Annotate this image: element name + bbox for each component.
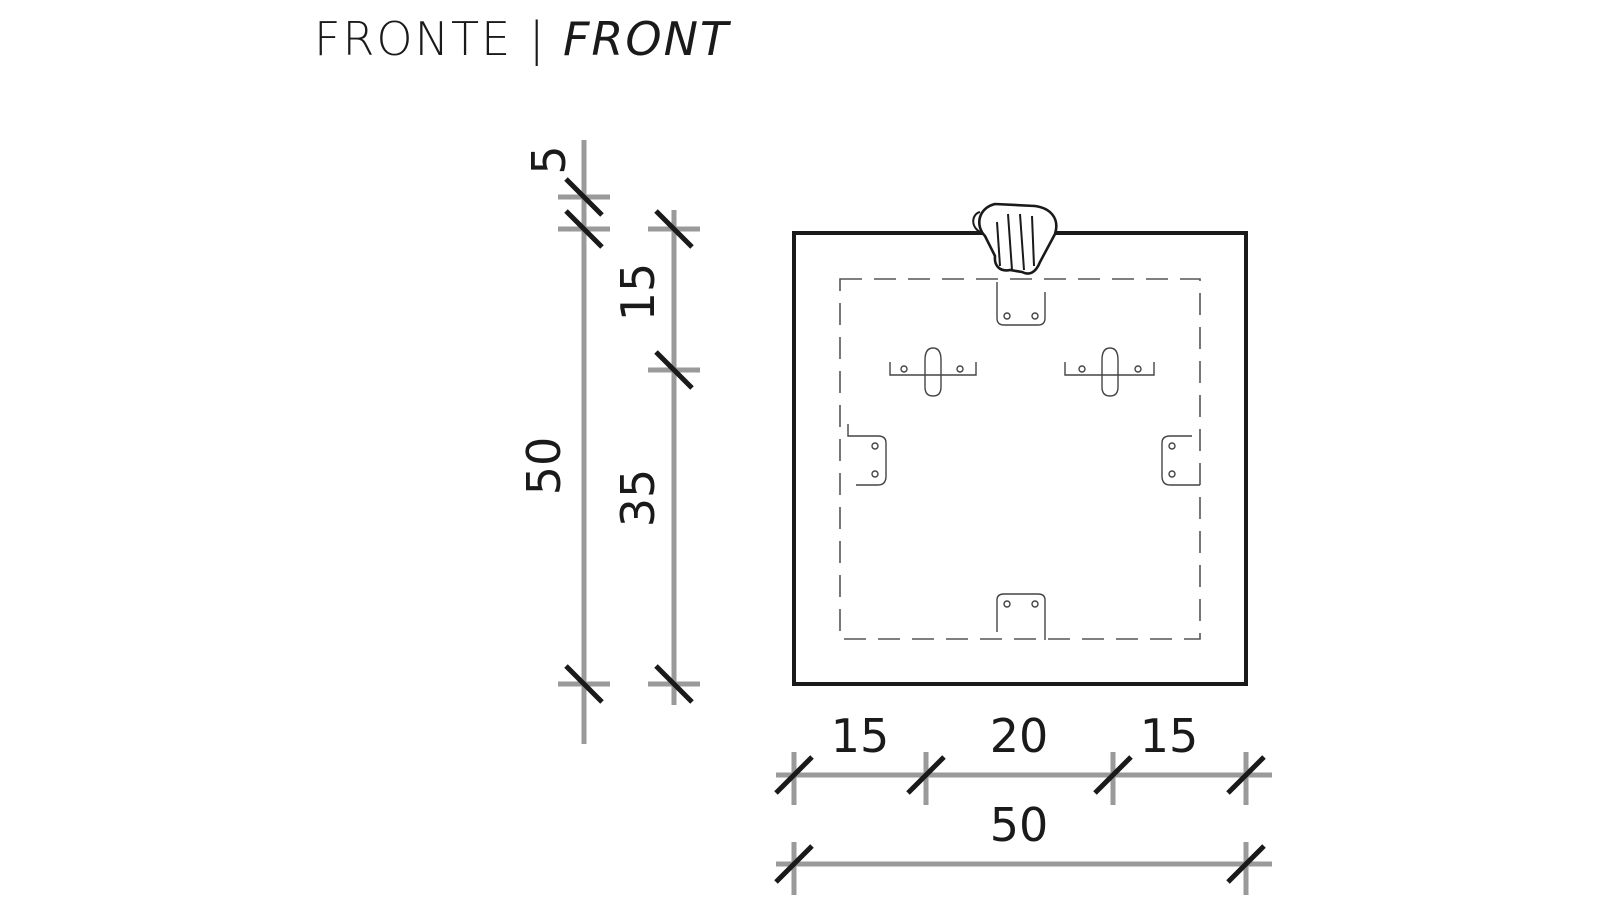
hand-icon — [972, 202, 1058, 275]
outer-frame — [792, 231, 1248, 686]
title-separator: | — [528, 12, 547, 66]
horizontal-total-dimension: 50 — [774, 798, 1272, 895]
dim-label-h-right: 15 — [1140, 709, 1199, 763]
dimension-tick — [654, 209, 694, 249]
horizontal-segment-dimension: 15 20 15 — [774, 709, 1272, 805]
dim-label-h-total: 50 — [990, 798, 1049, 852]
vertical-outer-dimension: 5 50 — [517, 140, 610, 744]
dimension-tick — [906, 755, 946, 795]
title-main: FRONTE — [314, 12, 513, 66]
dimension-tick — [564, 664, 604, 704]
dim-label-h-middle: 20 — [990, 709, 1049, 763]
dimension-tick — [1226, 755, 1266, 795]
mounting-bracket-icon — [847, 282, 1200, 640]
dimension-tick — [774, 755, 814, 795]
dimension-tick — [654, 350, 694, 390]
dim-label-h-left: 15 — [831, 709, 890, 763]
dimension-tick — [564, 177, 604, 217]
dimension-tick — [1226, 844, 1266, 884]
dimension-tick — [1093, 755, 1133, 795]
dim-label-v-outer-height: 50 — [517, 437, 571, 496]
view-title: FRONTE | FRONT — [314, 12, 730, 66]
inner-dashed-panel — [839, 278, 1201, 640]
dim-label-v-outer-top: 5 — [522, 145, 576, 174]
dimension-tick — [654, 664, 694, 704]
vertical-inner-dimension: 15 35 — [611, 209, 700, 705]
title-translation: FRONT — [562, 12, 731, 66]
dimension-tick — [564, 209, 604, 249]
dim-label-v-inner-bottom: 35 — [611, 469, 665, 528]
dimension-tick — [774, 844, 814, 884]
dim-label-v-inner-top: 15 — [611, 263, 665, 322]
